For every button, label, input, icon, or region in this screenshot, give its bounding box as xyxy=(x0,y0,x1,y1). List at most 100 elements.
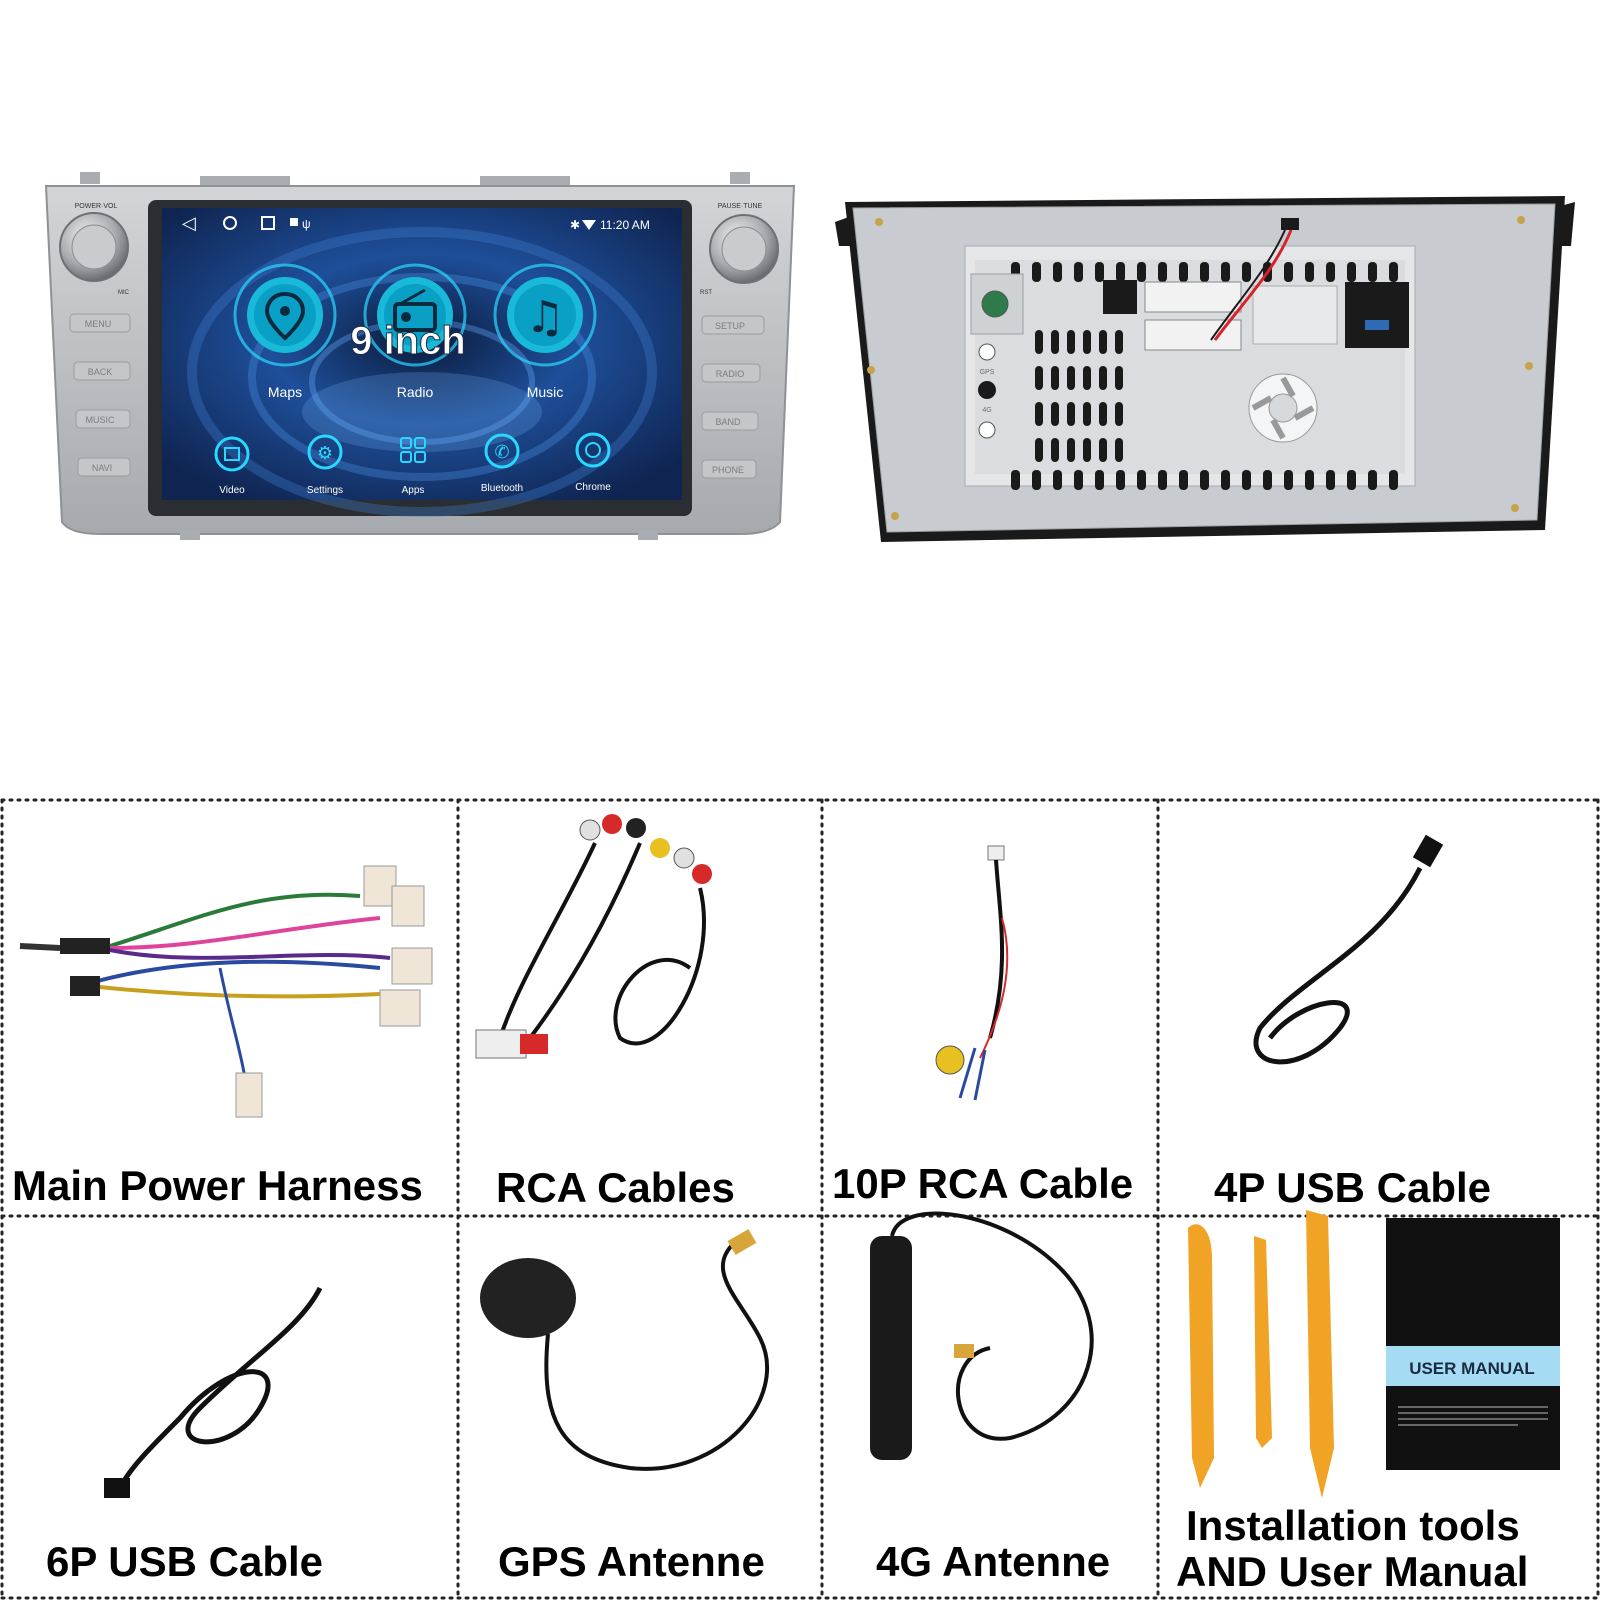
vent-slot xyxy=(1389,262,1398,282)
app-apps[interactable]: Apps xyxy=(400,437,426,496)
vent-slot xyxy=(1116,470,1125,490)
side-button-setup[interactable]: SETUP xyxy=(701,315,765,335)
head-unit-back: GPS 4G xyxy=(835,196,1575,542)
vent-slot xyxy=(1200,262,1209,282)
vent-slot xyxy=(1053,262,1062,282)
10p-rca-cable-image xyxy=(935,845,1009,1101)
svg-text:SETUP: SETUP xyxy=(715,321,745,331)
app-bluetooth[interactable]: ✆ Bluetooth xyxy=(481,433,523,494)
app-chrome[interactable]: Chrome xyxy=(575,432,611,493)
wifi-status-icon xyxy=(582,220,596,230)
side-button-back[interactable]: BACK xyxy=(73,361,131,381)
vent-slot xyxy=(1035,402,1043,426)
app-radio[interactable]: Radio xyxy=(363,263,467,400)
item-label-4g-antenne: 4G Antenne xyxy=(876,1538,1111,1585)
item-label-rca-cables: RCA Cables xyxy=(496,1164,735,1211)
main-power-harness-image xyxy=(19,865,433,1118)
vent-slot xyxy=(1083,402,1091,426)
vent-slot xyxy=(1115,366,1123,390)
vent-slot xyxy=(1115,330,1123,354)
head-unit-front: ◁ ψ ✱ 11:20 AM Maps Radio ♫ Music 9 inch xyxy=(44,172,796,540)
side-button-radio[interactable]: RADIO xyxy=(701,363,761,383)
connector-white-top xyxy=(1144,281,1242,313)
vent-slot xyxy=(1200,470,1209,490)
vent-slot xyxy=(1305,262,1314,282)
vent-slot xyxy=(1326,470,1335,490)
vent-slot xyxy=(1099,438,1107,462)
back-nav-icon[interactable]: ◁ xyxy=(182,213,196,233)
vent-slot xyxy=(1284,470,1293,490)
svg-text:RADIO: RADIO xyxy=(716,369,745,379)
vent-slot xyxy=(1137,470,1146,490)
knob-right-label: PAUSE·TUNE xyxy=(718,203,763,210)
aux-port xyxy=(978,421,996,439)
vent-slot xyxy=(1067,366,1075,390)
vent-slot xyxy=(1179,262,1188,282)
app-label: Maps xyxy=(268,384,302,400)
vent-slot xyxy=(1368,262,1377,282)
4p-usb-cable-image xyxy=(1253,834,1444,1065)
status-time: 11:20 AM xyxy=(600,218,650,232)
vent-slot xyxy=(1137,262,1146,282)
vent-slot xyxy=(1099,402,1107,426)
radio-antenna-port xyxy=(981,290,1009,318)
vent-slot xyxy=(1051,366,1059,390)
vent-slot xyxy=(1116,262,1125,282)
item-label-6p-usb-cable: 6P USB Cable xyxy=(46,1538,323,1585)
installation-tools-image xyxy=(1188,1210,1334,1498)
app-settings[interactable]: ⚙ Settings xyxy=(307,434,343,496)
side-button-phone[interactable]: PHONE xyxy=(701,459,757,479)
item-label-user-manual: AND User Manual xyxy=(1176,1548,1529,1595)
gps-port xyxy=(978,343,996,361)
side-button-band[interactable]: BAND xyxy=(701,411,759,431)
package-contents-grid: USER MANUAL xyxy=(0,798,1600,1600)
gps-antenne-image xyxy=(480,1229,769,1471)
app-label: Music xyxy=(527,384,564,400)
rca-cables-image xyxy=(475,814,712,1059)
vent-slot xyxy=(1305,470,1314,490)
item-label-10p-rca-cable: 10P RCA Cable xyxy=(832,1160,1134,1207)
app-maps[interactable]: Maps xyxy=(233,263,337,400)
video-icon xyxy=(224,447,240,461)
app-label: Settings xyxy=(307,485,343,496)
vent-slot xyxy=(1035,366,1043,390)
vent-slot xyxy=(1083,366,1091,390)
vent-slot xyxy=(1242,470,1251,490)
vent-slot xyxy=(1221,262,1230,282)
recents-nav-icon[interactable] xyxy=(261,216,275,230)
svg-text:NAVI: NAVI xyxy=(92,463,112,473)
vent-slot xyxy=(1032,470,1041,490)
4g-antenne-image xyxy=(870,1211,1094,1460)
vent-slot xyxy=(1115,438,1123,462)
app-music[interactable]: ♫ Music xyxy=(493,263,597,400)
vent-slot xyxy=(1099,366,1107,390)
bluetooth-status-icon: ✱ xyxy=(570,218,580,232)
item-label-installation-tools: Installation tools xyxy=(1186,1502,1520,1549)
home-nav-icon[interactable] xyxy=(223,216,237,230)
vent-slot xyxy=(1221,470,1230,490)
vent-slot xyxy=(1095,262,1104,282)
app-video[interactable]: Video xyxy=(214,436,250,496)
svg-text:MENU: MENU xyxy=(85,319,112,329)
vent-slot xyxy=(1074,262,1083,282)
vent-slot xyxy=(1035,330,1043,354)
connector-black-large xyxy=(1345,282,1409,348)
vent-slot xyxy=(1263,470,1272,490)
svg-text:PHONE: PHONE xyxy=(712,465,744,475)
phone-icon: ✆ xyxy=(494,442,509,463)
vent-slot xyxy=(1074,470,1083,490)
gear-icon: ⚙ xyxy=(317,443,333,464)
vent-slot xyxy=(1083,438,1091,462)
vent-slot xyxy=(1053,470,1062,490)
side-button-menu[interactable]: MENU xyxy=(69,313,131,333)
side-button-navi[interactable]: NAVI xyxy=(77,457,131,477)
vent-slot xyxy=(1095,470,1104,490)
gps-port-label: GPS xyxy=(980,369,995,376)
knob-left-label: POWER·VOL xyxy=(75,203,118,210)
app-label: Apps xyxy=(402,485,425,496)
vent-slot xyxy=(1347,262,1356,282)
side-button-music[interactable]: MUSIC xyxy=(75,409,131,429)
mic-label: MIC xyxy=(118,290,130,296)
6p-usb-cable-image xyxy=(104,1286,323,1498)
screen-size-overlay: 9 inch xyxy=(350,319,466,363)
